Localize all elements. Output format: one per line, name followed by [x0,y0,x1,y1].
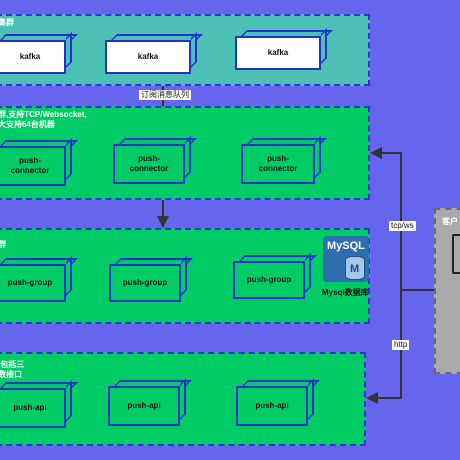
kafka-node-3[interactable]: kafka [235,28,333,70]
connector-node-3[interactable]: push- connector [241,136,327,184]
group-node-2[interactable]: push-group [109,256,193,302]
client-label: 客户 [442,217,458,226]
kafka-node-2[interactable]: kafka [105,32,203,74]
api-node-2-label: push-api [127,401,161,410]
group-node-3[interactable]: push-group [233,253,317,299]
group-node-1[interactable]: push-group [0,256,78,302]
database-icon: M [345,256,365,280]
group-node-1-label: push-group [7,278,53,287]
group-node-3-label: push-group [246,275,292,284]
connector-node-2-label: push- connector [129,154,169,173]
kafka-node-1-label: kafka [19,52,41,61]
client-group: 客户 [434,208,460,374]
connector-node-1-label: push- connector [10,156,50,175]
mysql-letter: M [350,263,360,275]
mysql-caption: Mysql数据库 [322,288,369,297]
kafka-node-1[interactable]: kafka [0,32,78,74]
group-node-2-label: push-group [122,278,168,287]
edge-label-http: http [392,340,410,350]
api-node-3[interactable]: push-api [236,378,320,426]
edge-label-subscribe: 订阅消息队列 [139,90,191,100]
client-device-icon [452,234,460,274]
group-cluster-label: 群 [0,240,6,249]
api-node-2[interactable]: push-api [108,378,192,426]
kafka-cluster-label: 集群 [0,18,14,27]
kafka-node-2-label: kafka [137,52,159,61]
edge-label-tcp-ws: tcp/ws [389,221,416,231]
mysql-logo-text: MySQL [327,240,365,252]
connector-cluster-label: 群,支持TCP/Websocket, 大支持64台机器 [0,110,87,129]
api-node-1[interactable]: push-api [0,380,78,428]
api-node-1-label: push-api [13,403,47,412]
group-cluster-group: 群 [0,228,370,324]
connector-node-2[interactable]: push- connector [113,136,197,184]
connector-node-3-label: push- connector [258,154,298,173]
kafka-node-3-label: kafka [267,48,289,57]
api-node-3-label: push-api [255,401,289,410]
mysql-logo: MySQL M [323,236,369,282]
api-cluster-label: ,包括三 数接口 [0,360,25,379]
connector-node-1[interactable]: push- connector [0,138,78,186]
